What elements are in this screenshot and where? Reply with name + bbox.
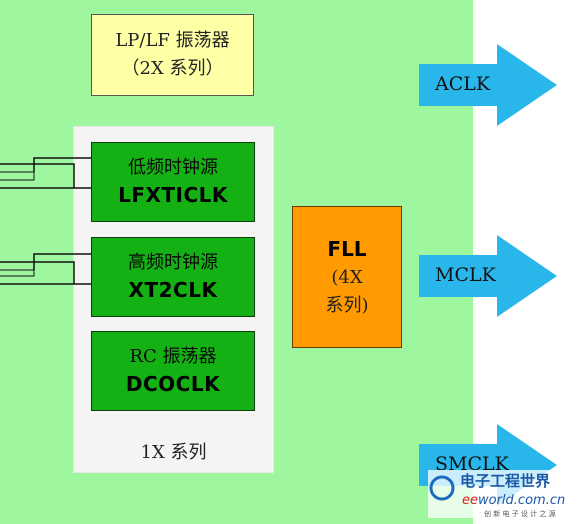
svg-text:电子工程世界: 电子工程世界 <box>460 472 550 490</box>
xt2-pins <box>0 253 92 285</box>
oscillator-series: （2X 系列） <box>121 58 224 79</box>
lfxt-source-box: 低频时钟源 LFXTICLK <box>91 142 255 222</box>
lfxt-pins <box>0 157 92 189</box>
fll-series-line2: 系列) <box>325 295 369 316</box>
lfxt-en-label: LFXTICLK <box>118 183 228 207</box>
mclk-arrow-shape <box>419 235 557 317</box>
aclk-arrow-shape <box>419 44 557 126</box>
eeworld-watermark: 电子工程世界 ee world.com.cn 创 新 电 子 设 计 之 源 <box>428 466 576 520</box>
mclk-label: MCLK <box>435 264 496 286</box>
eeworld-logo-icon: 电子工程世界 ee world.com.cn 创 新 电 子 设 计 之 源 <box>428 470 576 518</box>
fll-series-line1: (4X <box>331 267 363 288</box>
dco-source-box: RC 振荡器 DCOCLK <box>91 331 255 411</box>
aclk-label: ACLK <box>435 73 491 95</box>
aclk-arrow: ACLK <box>419 40 559 130</box>
fll-box: FLL (4X 系列) <box>292 206 402 348</box>
fll-title: FLL <box>327 237 367 261</box>
xt2-cn-label: 高频时钟源 <box>128 252 218 273</box>
dco-en-label: DCOCLK <box>125 372 221 396</box>
xt2-source-box: 高频时钟源 XT2CLK <box>91 237 255 317</box>
svg-text:创 新 电 子 设 计 之 源: 创 新 电 子 设 计 之 源 <box>484 509 556 518</box>
series-1x-label: 1X 系列 <box>140 442 207 463</box>
lp-lf-oscillator-box: LP/LF 振荡器 （2X 系列） <box>91 14 254 96</box>
svg-text:ee: ee <box>462 493 478 508</box>
xt2-en-label: XT2CLK <box>128 278 218 302</box>
lfxt-cn-label: 低频时钟源 <box>128 157 218 178</box>
dco-cn-label: RC 振荡器 <box>129 346 217 367</box>
mclk-arrow: MCLK <box>419 231 559 321</box>
svg-text:world.com.cn: world.com.cn <box>478 493 565 508</box>
oscillator-title: LP/LF 振荡器 <box>115 30 230 51</box>
smclk-label: SMCLK <box>435 453 509 475</box>
